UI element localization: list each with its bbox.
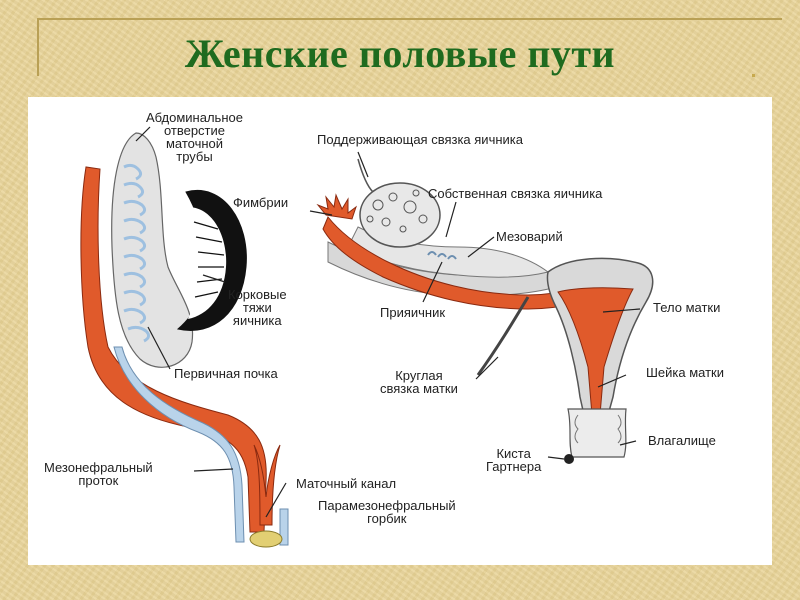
gartner-cyst — [564, 454, 574, 464]
label-cervix: Шейка матки — [646, 365, 725, 380]
label-gartner-line1: Киста — [496, 446, 531, 461]
mesonephric-duct-right — [279, 508, 289, 546]
label-vagina: Влагалище — [648, 433, 716, 448]
label-gartner-line2: Гартнера — [486, 459, 542, 474]
frame-top-line — [37, 18, 782, 20]
label-abdominal-line4: трубы — [176, 149, 213, 164]
vagina-folds — [574, 414, 622, 444]
ovary-medulla — [188, 207, 227, 319]
epoophoron-tubules — [427, 251, 457, 260]
label-cortical-line3: яичника — [232, 313, 282, 328]
label-paramesonephric-line2: горбик — [367, 511, 407, 526]
label-abdominal-line1: Абдоминальное — [146, 110, 243, 125]
ovary-follicles — [366, 189, 428, 233]
label-uterine-canal: Маточный канал — [296, 476, 397, 491]
round-ligament — [476, 296, 530, 376]
label-round-line1: Круглая — [395, 368, 443, 383]
mesonephric-duct — [113, 346, 245, 543]
label-paramesonephric-tubercle: Парамезонефральный горбик — [318, 499, 456, 525]
label-primary-kidney: Первичная почка — [174, 366, 278, 381]
pointer-lines — [135, 126, 641, 518]
label-mesonephric-line1: Мезонефральный — [44, 460, 153, 475]
label-gartner-cyst: Киста Гартнера — [486, 447, 541, 473]
adult-structure — [316, 158, 654, 464]
label-paramesonephric-line1: Парамезонефральный — [318, 498, 456, 513]
decor-dot — [752, 74, 755, 77]
label-suspensory-ligament: Поддерживающая связка яичника — [317, 132, 523, 147]
label-abdominal-opening: Абдоминальное отверстие маточной трубы — [146, 111, 243, 163]
anatomy-diagram — [80, 126, 654, 548]
label-round-line2: связка матки — [380, 381, 458, 396]
suspensory-ligament-line — [357, 158, 374, 193]
label-fimbriae: Фимбрии — [233, 195, 289, 210]
label-mesovarium: Мезоварий — [496, 229, 563, 244]
slide-title: Женские половые пути — [184, 31, 616, 76]
label-mesonephric-line2: проток — [78, 473, 119, 488]
label-cortical-cords: Корковые тяжи яичника — [228, 288, 287, 327]
fimbriae-shape — [316, 193, 357, 220]
mesonephric-tubules — [123, 163, 151, 343]
primary-kidney-shape — [111, 132, 194, 368]
ovary — [359, 182, 441, 248]
label-abdominal-line2: отверстие — [163, 123, 226, 138]
diagram-panel: Абдоминальное отверстие маточной трубы Ф… — [28, 97, 772, 565]
label-cortical-line2: тяжи — [242, 300, 272, 315]
label-epoophoron: Прияичник — [380, 305, 446, 320]
uterine-canal-shape — [253, 444, 281, 526]
label-proper-ligament: Собственная связка яичника — [428, 186, 603, 201]
embryonic-structure — [80, 132, 289, 548]
paramesonephric-tubercle — [249, 530, 283, 548]
label-mesonephric-duct: Мезонефральный проток — [44, 461, 153, 487]
label-round-ligament: Круглая связка матки — [380, 369, 458, 395]
label-cortical-line1: Корковые — [228, 287, 287, 302]
vagina-shape — [567, 408, 627, 458]
label-uterus-body: Тело матки — [653, 300, 721, 315]
label-abdominal-line3: маточной — [165, 136, 224, 151]
uterus-lumen — [557, 287, 634, 416]
frame-left-line — [37, 18, 39, 76]
